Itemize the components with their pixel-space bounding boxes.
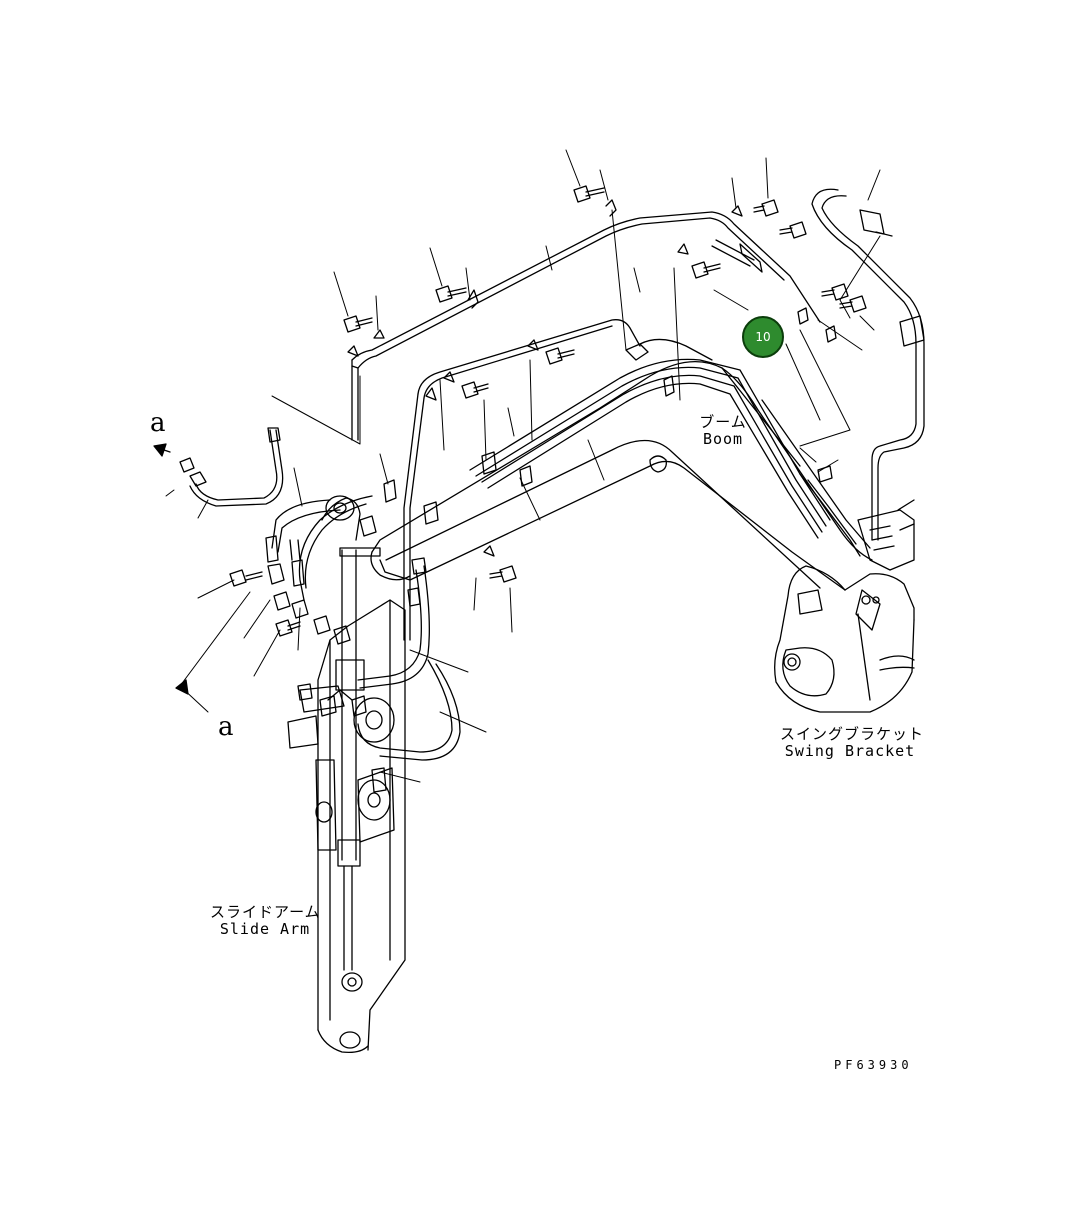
hose-loop-right <box>811 188 925 541</box>
hose-lines-left <box>179 427 461 761</box>
view-arrow-a-bottom <box>175 679 189 695</box>
boom-label-en: Boom <box>702 430 744 448</box>
swing-bracket-label-en: Swing Bracket <box>784 742 916 760</box>
bolts-and-clamps <box>229 185 867 793</box>
boom-tube-lines <box>351 211 861 641</box>
part-callout-10[interactable]: 10 <box>742 316 784 358</box>
view-arrow-a-top <box>153 443 171 457</box>
swing-bracket-label-jp: スイングブラケット <box>780 725 925 743</box>
swing-bracket <box>774 499 915 713</box>
view-a-top-letter: a <box>150 408 166 438</box>
drawing-code: PF63930 <box>834 1058 913 1072</box>
leader-lines <box>165 149 881 783</box>
slide-arm-label: スライドアーム Slide Arm <box>210 904 320 938</box>
boom-label-jp: ブーム <box>699 413 747 431</box>
view-a-bottom-letter: a <box>218 712 234 742</box>
slide-arm-label-en: Slide Arm <box>219 920 311 938</box>
boom-label: ブーム Boom <box>688 414 758 448</box>
swing-bracket-label: スイングブラケット Swing Bracket <box>780 725 925 760</box>
slide-arm <box>287 495 406 1054</box>
slide-arm-label-jp: スライドアーム <box>210 903 321 921</box>
